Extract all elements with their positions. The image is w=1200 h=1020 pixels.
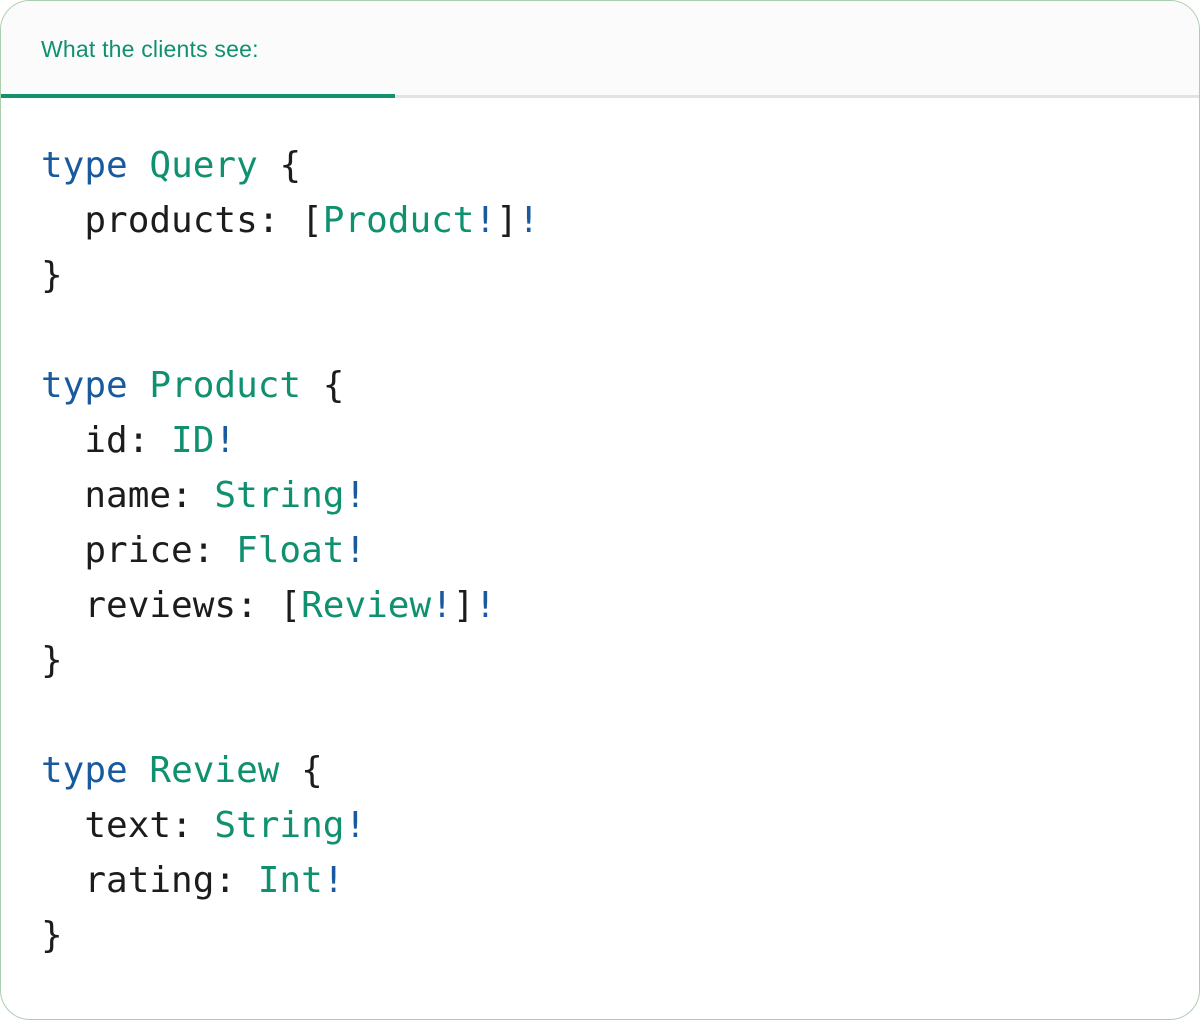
code-token-type: Review <box>301 585 432 626</box>
code-line: reviews: [Review!]! <box>41 578 1159 633</box>
code-token-bang: ! <box>214 420 237 461</box>
code-line: type Query { <box>41 138 1159 193</box>
code-line: price: Float! <box>41 523 1159 578</box>
code-token-bang: ! <box>431 585 453 626</box>
code-line: type Product { <box>41 358 1159 413</box>
code-token-plain: } <box>41 640 63 681</box>
code-token-type: ID <box>171 420 215 461</box>
code-token-plain: name: <box>41 475 215 516</box>
code-line: text: String! <box>41 798 1159 853</box>
code-token-plain: } <box>41 255 63 296</box>
code-token-kw: type <box>41 145 128 186</box>
code-line: } <box>41 248 1159 303</box>
code-token-plain: { <box>257 145 302 186</box>
code-line: type Review { <box>41 743 1159 798</box>
code-line: } <box>41 908 1159 963</box>
code-token-plain: { <box>301 365 345 406</box>
code-line: id: ID! <box>41 413 1159 468</box>
code-token-kw: type <box>41 365 128 406</box>
code-token-plain: { <box>279 750 323 791</box>
code-token-kw: type <box>41 750 128 791</box>
code-token-bang: ! <box>474 585 497 626</box>
code-token-type: Float <box>236 530 345 571</box>
code-token-plain: } <box>41 915 63 956</box>
code-token-plain: price: <box>41 530 237 571</box>
tab-label: What the clients see: <box>41 36 259 62</box>
code-token-plain: ] <box>452 585 475 626</box>
code-token-plain <box>128 365 150 406</box>
code-token-type: Query <box>149 145 258 186</box>
code-token-bang: ! <box>474 200 497 241</box>
code-token-type: Review <box>149 750 280 791</box>
code-token-plain: text: <box>41 805 215 846</box>
code-line: name: String! <box>41 468 1159 523</box>
code-token-plain: reviews: [ <box>41 585 302 626</box>
code-line: products: [Product!]! <box>41 193 1159 248</box>
tab-bar-divider <box>1 95 1199 98</box>
code-token-bang: ! <box>344 475 367 516</box>
code-token-type: String <box>214 475 345 516</box>
code-token-plain: ] <box>496 200 518 241</box>
tab-what-clients-see[interactable]: What the clients see: <box>41 1 259 98</box>
code-token-plain: products: [ <box>41 200 323 241</box>
code-token-type: Int <box>257 860 323 901</box>
code-token-type: String <box>214 805 345 846</box>
code-line <box>41 688 1159 743</box>
code-token-bang: ! <box>344 530 367 571</box>
code-token-plain <box>128 750 150 791</box>
code-token-type: Product <box>322 200 475 241</box>
active-tab-indicator <box>1 94 395 98</box>
code-token-bang: ! <box>517 200 540 241</box>
code-token-plain: rating: <box>41 860 258 901</box>
tab-bar: What the clients see: <box>1 1 1199 98</box>
code-token-bang: ! <box>322 860 345 901</box>
code-token-type: Product <box>149 365 302 406</box>
code-line: } <box>41 633 1159 688</box>
code-line <box>41 303 1159 358</box>
code-token-bang: ! <box>344 805 367 846</box>
code-token-plain <box>128 145 150 186</box>
code-block: type Query { products: [Product!]!}type … <box>1 98 1199 963</box>
code-line: rating: Int! <box>41 853 1159 908</box>
code-token-plain: id: <box>41 420 172 461</box>
